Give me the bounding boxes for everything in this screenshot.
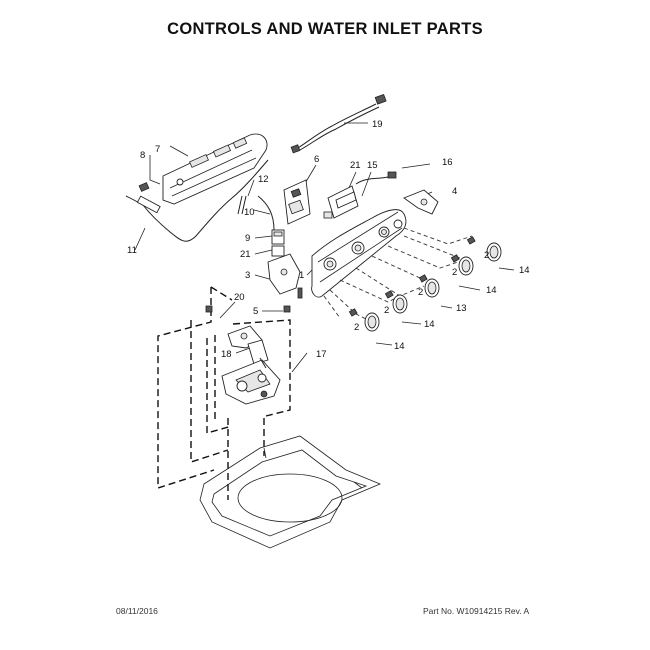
callout-5: 5 <box>253 306 258 317</box>
callout-14-b: 14 <box>486 285 497 296</box>
callout-16: 16 <box>442 157 453 168</box>
callout-2-a: 2 <box>484 250 489 261</box>
callout-2-e: 2 <box>354 322 359 333</box>
callout-19: 19 <box>372 119 383 130</box>
callout-3: 3 <box>245 270 250 281</box>
knob-leader-dashes <box>323 227 473 321</box>
callout-15: 15 <box>367 160 378 171</box>
footer-date: 08/11/2016 <box>116 606 158 616</box>
callout-14-c: 14 <box>424 319 435 330</box>
callout-7: 7 <box>155 144 160 155</box>
callout-12: 12 <box>258 174 269 185</box>
control-board-part <box>283 179 311 225</box>
callout-2-c: 2 <box>418 287 423 298</box>
callout-leader-lines <box>134 122 515 373</box>
callout-14-a: 14 <box>519 265 530 276</box>
knob-bracket-part <box>403 189 439 215</box>
page-title: CONTROLS AND WATER INLET PARTS <box>167 20 483 38</box>
screw-parts <box>205 305 291 313</box>
callout-21-left: 21 <box>240 249 251 260</box>
callout-labels: 19 7 8 6 21 15 16 12 4 10 11 9 21 3 1 14… <box>127 119 530 360</box>
callout-13: 13 <box>456 303 467 314</box>
callout-10: 10 <box>244 207 255 218</box>
wire-harness-part <box>290 93 387 154</box>
callout-21-top: 21 <box>350 160 361 171</box>
washer-cabinet-top <box>199 435 382 549</box>
callout-11: 11 <box>127 245 137 256</box>
callout-6: 6 <box>314 154 319 165</box>
footer-part-number: Part No. W10914215 Rev. A <box>423 606 530 616</box>
inlet-hose-part <box>237 195 275 231</box>
left-switch-part <box>271 229 285 257</box>
knob-part-group <box>348 236 502 332</box>
callout-20: 20 <box>234 292 245 303</box>
callout-4: 4 <box>452 186 457 197</box>
callout-2-d: 2 <box>384 305 389 316</box>
callout-14-d: 14 <box>394 341 405 352</box>
callout-8: 8 <box>140 150 145 161</box>
control-panel-part <box>311 209 407 298</box>
callout-1: 1 <box>299 270 304 281</box>
control-console-part <box>138 133 268 205</box>
callout-18: 18 <box>221 349 232 360</box>
lower-wire-harness-part <box>125 159 269 242</box>
switch-assembly-part <box>323 171 397 219</box>
callout-9: 9 <box>245 233 250 244</box>
callout-2-b: 2 <box>452 267 457 278</box>
water-inlet-valve-part <box>221 325 281 405</box>
callout-17: 17 <box>316 349 327 360</box>
panel-bracket-part <box>267 253 303 299</box>
